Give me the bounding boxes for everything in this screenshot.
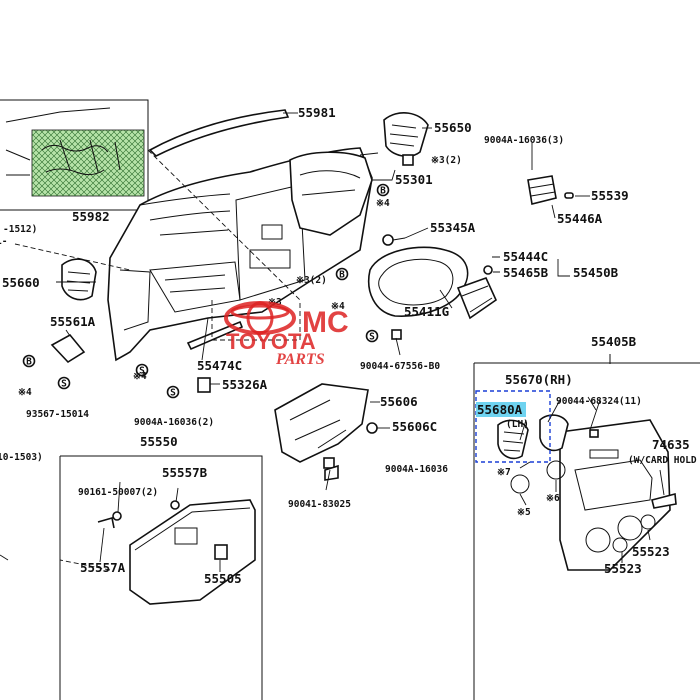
- clip-55606c-icon: [366, 422, 378, 434]
- marker-s-3-text: S: [170, 388, 176, 399]
- label-x7: ※7: [497, 467, 511, 478]
- markers: B B B S S S S: [22, 183, 390, 399]
- label-90044-68324: 90044-68324(11): [556, 396, 642, 407]
- label-x4a: ※4: [376, 198, 390, 209]
- label-55557a: 55557A: [80, 560, 126, 575]
- bracket-55561a: [50, 333, 86, 364]
- screw-icon: [382, 234, 406, 246]
- label-90161-50007: 90161-50007(2): [78, 487, 158, 498]
- label-55606: 55606: [380, 394, 418, 409]
- label-x4c: ※4: [133, 371, 147, 382]
- clip-90044-icon: [391, 329, 402, 340]
- label-55981: 55981: [298, 105, 336, 120]
- marker-b-1: [376, 183, 390, 197]
- marker-s-2-text: S: [139, 366, 145, 377]
- label-x3-2a: ※3(2): [431, 155, 462, 166]
- marker-b-1-text: B: [380, 186, 386, 197]
- label-55505: 55505: [204, 571, 242, 586]
- marker-s-4-text: S: [369, 332, 375, 343]
- label-55326a: 55326A: [222, 377, 268, 392]
- glovebox-frame: [59, 455, 263, 700]
- label-55411g: 55411G: [404, 304, 449, 319]
- label-55523-b: 55523: [604, 561, 642, 576]
- label-55450b: 55450B: [573, 265, 619, 280]
- highlight-label-bg: [476, 402, 526, 417]
- label-55561a: 55561A: [50, 314, 96, 329]
- highlight-box: [475, 390, 551, 463]
- label-1512: -1512): [3, 224, 37, 235]
- vent-55650: [383, 112, 429, 158]
- watermark-logo: MC TOYOTA PARTS: [224, 301, 349, 368]
- watermark-parts: PARTS: [275, 351, 325, 368]
- watermark-mc: MC: [302, 306, 349, 339]
- marker-b-2: [335, 267, 349, 281]
- label-55523-a: 55523: [632, 544, 670, 559]
- label-55982: 55982: [72, 209, 110, 224]
- lower-panel-55606: [274, 383, 369, 469]
- label-55557b: 55557B: [162, 465, 208, 480]
- vent-55660: [61, 258, 97, 301]
- marker-b-3-text: B: [26, 357, 32, 368]
- marker-s-3: [166, 385, 180, 399]
- label-9004a-16036: 9004A-16036: [385, 464, 448, 475]
- pocket-55450b: [456, 265, 498, 320]
- label-55606c: 55606C: [392, 419, 437, 434]
- label-55446a: 55446A: [557, 211, 603, 226]
- label-lh: (LH): [506, 419, 529, 430]
- label-55660: 55660: [2, 275, 40, 290]
- label-55474c: 55474C: [197, 358, 242, 373]
- part-labels: 55981 55650 9004A-16036(3) ※3(2) 55301 5…: [0, 105, 697, 586]
- label-9004a-16036-3: 9004A-16036(3): [484, 135, 564, 146]
- label-9004a-16036-2: 9004A-16036(2): [134, 417, 214, 428]
- label-55539: 55539: [591, 188, 629, 203]
- marker-s-1-text: S: [61, 379, 67, 390]
- inset-frame: [0, 99, 149, 211]
- marker-b-2-text: B: [339, 270, 345, 281]
- bracket-55446a: [527, 175, 557, 205]
- label-93567-15014: 93567-15014: [26, 409, 89, 420]
- marker-b-3: [22, 354, 36, 368]
- label-x3-2b: ※3(2): [296, 275, 327, 286]
- label-x6: ※6: [546, 493, 560, 504]
- label-55301: 55301: [395, 172, 433, 187]
- instrument-panel: [107, 109, 373, 362]
- label-74635: 74635: [652, 437, 690, 452]
- label-wcard: (W/CARD HOLD: [628, 455, 697, 466]
- label-55405b: 55405B: [591, 334, 637, 349]
- label-x4-mid: ※4: [331, 301, 345, 312]
- label-10-1503: 10-1503): [0, 452, 43, 463]
- watermark-toyota: TOYOTA: [226, 329, 316, 354]
- clip-icon: [402, 154, 414, 166]
- label-90044-67556: 90044-67556-B0: [360, 361, 440, 372]
- clip-55326a: [197, 377, 211, 393]
- marker-s-1: [57, 376, 71, 390]
- label-55465b: 55465B: [503, 265, 549, 280]
- label-55680a: 55680A: [477, 402, 523, 417]
- label-55550: 55550: [140, 434, 178, 449]
- label-left-dash: 1-: [0, 236, 7, 247]
- label-55444c: 55444C: [503, 249, 548, 264]
- label-55345a: 55345A: [430, 220, 476, 235]
- label-55670: 55670(RH): [505, 372, 573, 387]
- label-x5: ※5: [517, 507, 531, 518]
- marker-s-4: [365, 329, 379, 343]
- clip-55539-icon: [564, 192, 574, 199]
- center-cluster-frame: [473, 354, 700, 700]
- leader-lines: [0, 112, 665, 572]
- marker-s-2: [135, 363, 149, 377]
- label-x4b: ※4: [18, 387, 32, 398]
- label-90041-83025: 90041-83025: [288, 499, 351, 510]
- label-55650: 55650: [434, 120, 472, 135]
